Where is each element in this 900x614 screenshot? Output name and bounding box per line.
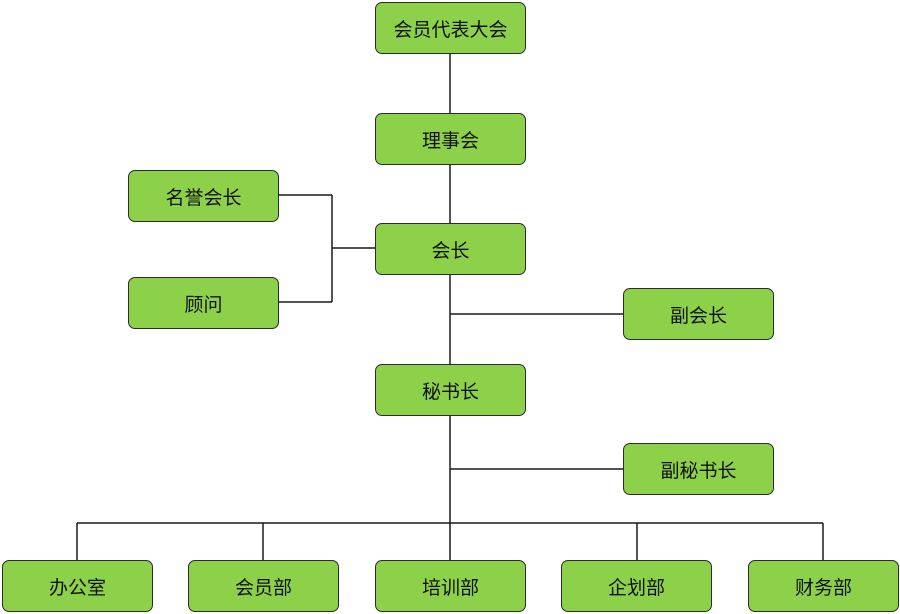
node-deputy-secretary-general: 副秘书长 (623, 443, 774, 495)
node-vice-president: 副会长 (623, 288, 774, 340)
node-honorary-president: 名誉会长 (128, 170, 279, 222)
node-assembly: 会员代表大会 (375, 2, 526, 54)
node-advisor: 顾问 (128, 277, 279, 329)
node-department-planning: 企划部 (561, 560, 712, 612)
node-president: 会长 (375, 223, 526, 275)
node-department-training: 培训部 (375, 560, 526, 612)
node-secretary-general: 秘书长 (375, 364, 526, 416)
node-council: 理事会 (375, 113, 526, 165)
node-department-office: 办公室 (2, 560, 153, 612)
node-department-member: 会员部 (188, 560, 339, 612)
node-department-finance: 财务部 (748, 560, 899, 612)
